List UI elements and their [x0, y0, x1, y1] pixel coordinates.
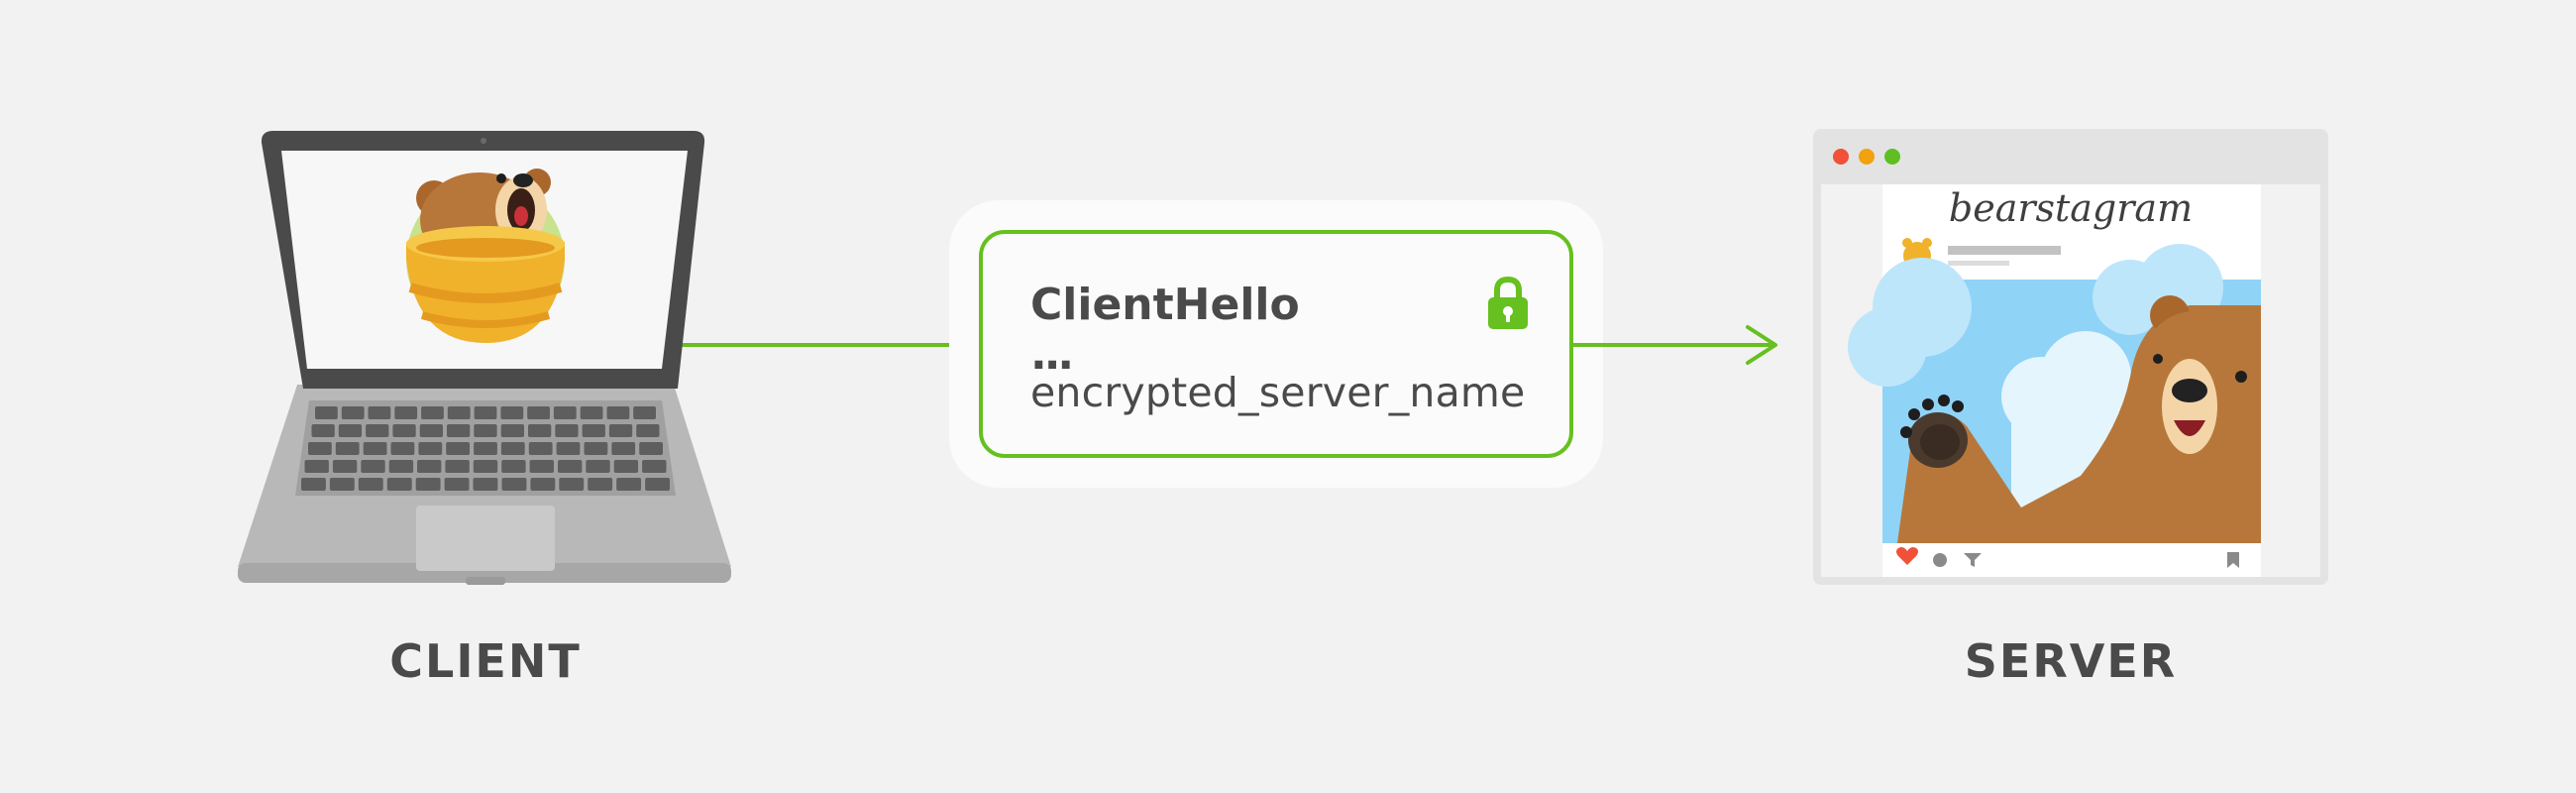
message-field: encrypted_server_name	[1030, 369, 1526, 416]
keyboard-key	[368, 406, 391, 419]
window-minimize-dot	[1859, 149, 1875, 165]
keyboard-key	[556, 442, 581, 455]
message-title: ClientHello	[1030, 280, 1300, 330]
keyboard-key	[616, 478, 642, 491]
browser-window-icon	[1813, 129, 2328, 585]
laptop-base-edge	[238, 563, 731, 583]
keyboard-key	[529, 460, 554, 473]
keyboard-key	[308, 442, 332, 455]
keyboard-key	[417, 460, 442, 473]
arrow-head-icon	[1746, 325, 1777, 365]
keyboard-key	[301, 478, 326, 491]
keyboard-key	[530, 478, 556, 491]
keyboard-key	[446, 442, 470, 455]
keyboard-key	[582, 424, 605, 437]
keyboard-key	[394, 406, 418, 419]
comment-icon[interactable]	[1933, 553, 1947, 567]
message-ellipsis: ...	[1030, 329, 1074, 380]
keyboard-key	[447, 406, 471, 419]
laptop-camera	[481, 138, 486, 144]
keyboard-key	[553, 406, 577, 419]
keyboard-key	[421, 406, 444, 419]
post-location-bar	[1948, 261, 2009, 266]
keyboard-key	[639, 442, 663, 455]
keyboard-key	[392, 424, 416, 437]
keyboard-key	[633, 406, 656, 419]
keyboard-key	[474, 406, 497, 419]
keyboard-key	[363, 442, 387, 455]
keyboard-key	[501, 460, 526, 473]
keyboard-key	[335, 442, 360, 455]
keyboard-key	[584, 442, 608, 455]
keyboard-key	[338, 424, 363, 437]
heart-icon[interactable]	[1896, 547, 1918, 565]
keyboard-key	[500, 406, 524, 419]
keyboard-key	[473, 478, 498, 491]
keyboard-key	[358, 478, 383, 491]
keyboard-key	[528, 442, 553, 455]
window-close-dot	[1833, 149, 1849, 165]
keyboard-key	[315, 406, 338, 419]
keyboard-key	[580, 406, 603, 419]
keyboard-key	[473, 460, 498, 473]
keyboard-key	[606, 406, 630, 419]
keyboard-key	[304, 460, 329, 473]
keyboard-key	[444, 478, 470, 491]
keyboard-keys	[301, 406, 670, 491]
window-maximize-dot	[1884, 149, 1900, 165]
keyboard-key	[500, 424, 524, 437]
keyboard-key	[642, 460, 667, 473]
keyboard-key	[527, 406, 550, 419]
client-hello-message: ClientHello ... encrypted_server_name	[979, 230, 1573, 458]
keyboard-key	[474, 424, 497, 437]
keyboard-key	[415, 478, 441, 491]
site-logo-text: bearstagram	[1948, 186, 2194, 230]
keyboard-key	[332, 460, 358, 473]
laptop-icon	[238, 131, 731, 585]
keyboard-key	[447, 424, 471, 437]
keyboard-key	[445, 460, 470, 473]
keyboard-key	[418, 442, 443, 455]
post-username-bar	[1948, 246, 2061, 255]
keyboard-key	[528, 424, 552, 437]
keyboard-key	[645, 478, 670, 491]
keyboard-key	[390, 442, 415, 455]
keyboard-key	[474, 442, 497, 455]
server-label: SERVER	[1964, 634, 2178, 688]
keyboard-key	[636, 424, 660, 437]
keyboard-key	[501, 478, 527, 491]
keyboard-key	[613, 460, 639, 473]
keyboard-key	[608, 424, 633, 437]
keyboard-key	[559, 478, 585, 491]
keyboard-key	[366, 424, 389, 437]
laptop-notch	[466, 577, 505, 585]
laptop-trackpad	[416, 506, 555, 571]
lock-icon	[1488, 276, 1528, 329]
keyboard-key	[419, 424, 443, 437]
bookmark-icon[interactable]	[2227, 552, 2239, 568]
keyboard-key	[611, 442, 636, 455]
post-photo	[1848, 244, 2261, 543]
keyboard-key	[558, 460, 583, 473]
keyboard-key	[500, 442, 525, 455]
keyboard-key	[361, 460, 385, 473]
share-icon[interactable]	[1964, 553, 1982, 567]
keyboard-key	[341, 406, 365, 419]
keyboard-key	[311, 424, 335, 437]
keyboard-key	[555, 424, 579, 437]
keyboard-key	[329, 478, 355, 491]
bear-mascot-icon	[406, 169, 565, 343]
keyboard-key	[388, 460, 414, 473]
keyboard-key	[586, 460, 610, 473]
keyboard-key	[588, 478, 613, 491]
client-label: CLIENT	[389, 634, 582, 688]
keyboard-key	[386, 478, 412, 491]
